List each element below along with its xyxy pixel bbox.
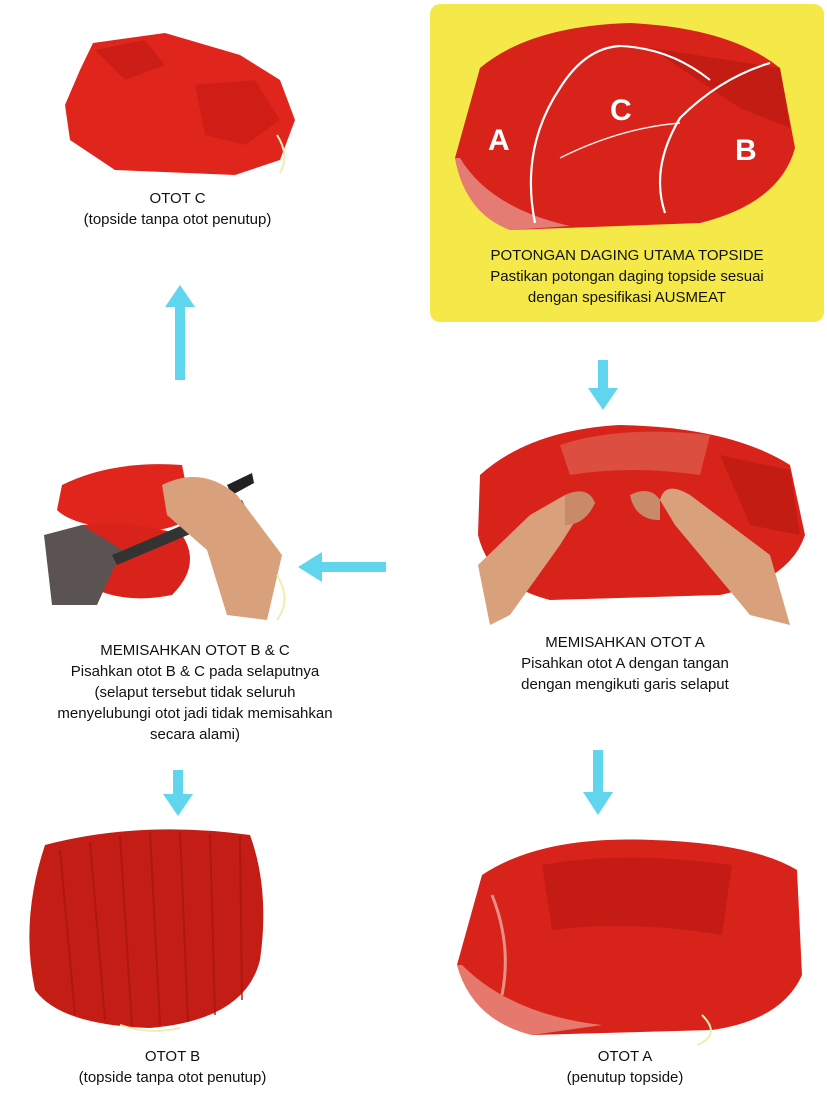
otot-b-subtitle: (topside tanpa otot penutup) <box>40 1067 305 1088</box>
memisahkan-bc-line3: menyelubungi otot jadi tidak memisahkan <box>25 703 365 724</box>
arrow-down-icon <box>588 360 618 410</box>
arrow-left-icon <box>298 552 386 582</box>
topside-label-c: C <box>610 94 632 127</box>
topside-label-a: A <box>488 124 510 157</box>
memisahkan-bc-title: MEMISAHKAN OTOT B & C <box>25 640 365 661</box>
otot-b-title: OTOT B <box>40 1046 305 1067</box>
topside-title: POTONGAN DAGING UTAMA TOPSIDE <box>430 245 824 266</box>
memisahkan-bc-line2: (selaput tersebut tidak seluruh <box>25 682 365 703</box>
topside-line1: Pastikan potongan daging topside sesuai <box>430 266 824 287</box>
memisahkan-bc-image <box>42 455 292 625</box>
memisahkan-a-line1: Pisahkan otot A dengan tangan <box>455 653 795 674</box>
arrow-up-icon <box>165 285 195 380</box>
topside-label-b: B <box>735 134 757 167</box>
arrow-down-icon <box>583 750 613 815</box>
otot-b-meat-image <box>20 820 275 1035</box>
topside-line2: dengan spesifikasi AUSMEAT <box>430 287 824 308</box>
otot-a-title: OTOT A <box>455 1046 795 1067</box>
topside-meat-image: A C B <box>450 8 815 238</box>
memisahkan-bc-line1: Pisahkan otot B & C pada selaputnya <box>25 661 365 682</box>
otot-a-subtitle: (penutup topside) <box>455 1067 795 1088</box>
otot-c-meat-image <box>55 25 305 185</box>
memisahkan-bc-line4: secara alami) <box>25 724 365 745</box>
otot-c-title: OTOT C <box>45 188 310 209</box>
otot-a-meat-image <box>452 825 812 1045</box>
arrow-down-icon <box>163 770 193 816</box>
memisahkan-a-line2: dengan mengikuti garis selaput <box>455 674 795 695</box>
memisahkan-a-title: MEMISAHKAN OTOT A <box>455 632 795 653</box>
otot-c-subtitle: (topside tanpa otot penutup) <box>45 209 310 230</box>
memisahkan-a-image <box>470 415 815 645</box>
